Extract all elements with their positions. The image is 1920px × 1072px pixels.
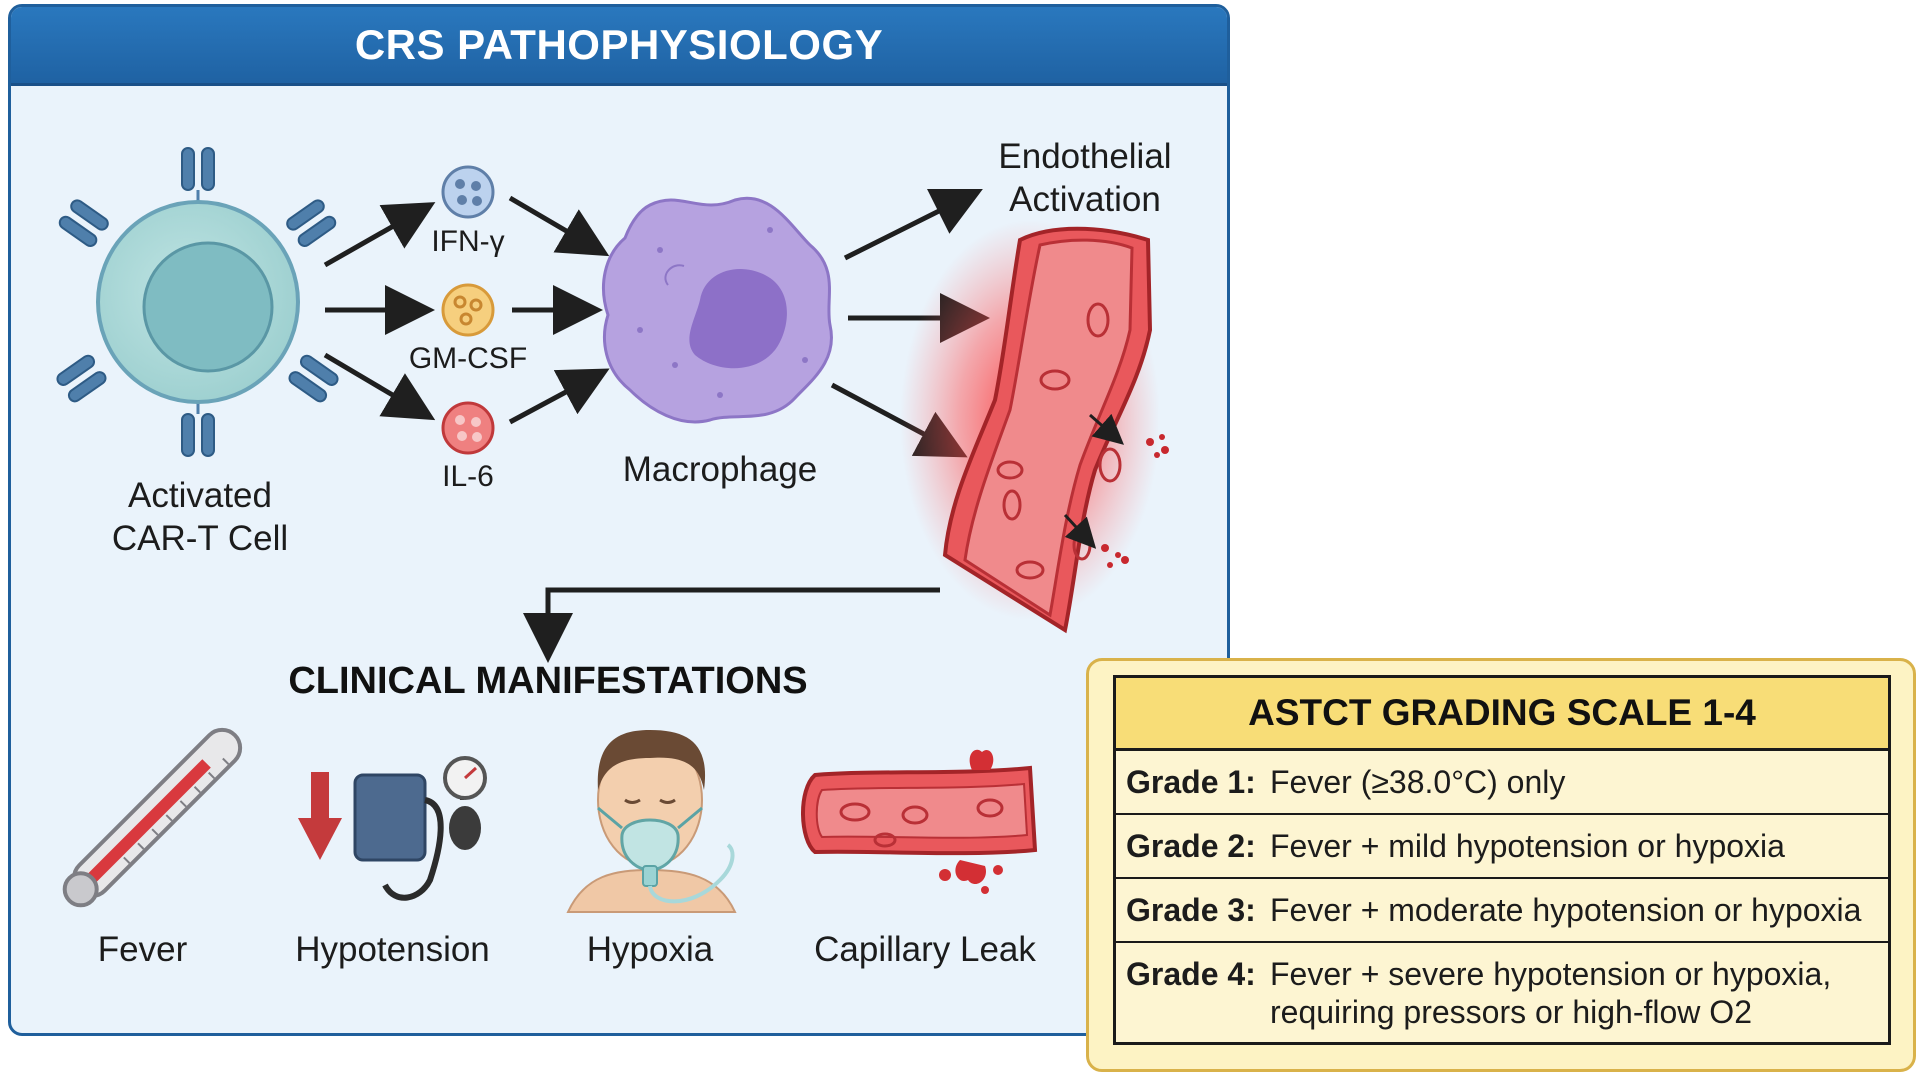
grade-2-label: Grade 2:: [1126, 828, 1256, 864]
ifn-gamma-molecule-icon: [441, 165, 495, 219]
grade-4-line1: Fever + severe hypotension or hypoxia,: [1270, 956, 1832, 992]
grade-1-description: Fever (≥38.0°C) only: [1270, 764, 1566, 800]
gm-csf-label: GM-CSF: [408, 342, 528, 375]
grade-2-description: Fever + mild hypotension or hypoxia: [1270, 828, 1785, 864]
grade-row-3: Grade 3: Fever + moderate hypotension or…: [1116, 879, 1888, 943]
capillary-leak-label: Capillary Leak: [814, 930, 1036, 969]
thermometer-icon: [62, 727, 243, 908]
grading-table: ASTCT GRADING SCALE 1-4 Grade 1: Fever (…: [1113, 675, 1891, 1045]
car-t-cell-icon: [56, 147, 339, 457]
blood-pressure-cuff-icon: [298, 756, 487, 901]
ifn-gamma-label: IFN-γ: [431, 225, 505, 258]
endothelial-activation-label: Endothelial Activation: [960, 135, 1210, 221]
oxygen-mask-icon: [566, 730, 737, 913]
arrow-cart-to-il6: [323, 352, 436, 421]
endothelial-label-line1: Endothelial: [998, 137, 1172, 176]
grade-row-1: Grade 1: Fever (≥38.0°C) only: [1116, 751, 1888, 815]
panel-title: CRS PATHOPHYSIOLOGY: [354, 21, 884, 68]
il-6-molecule-icon: [441, 401, 495, 455]
arrow-ifn-to-macrophage: [508, 195, 610, 257]
grade-4-label: Grade 4:: [1126, 956, 1256, 992]
clinical-manifestations-heading: CLINICAL MANIFESTATIONS: [288, 660, 808, 702]
macrophage-label: Macrophage: [622, 450, 818, 489]
hypoxia-label: Hypoxia: [586, 930, 714, 969]
car-t-label: Activated CAR-T Cell: [60, 474, 340, 560]
gm-csf-molecule-icon: [441, 283, 495, 337]
grade-row-4: Grade 4: Fever + severe hypotension or h…: [1116, 943, 1888, 1045]
grading-title: ASTCT GRADING SCALE 1-4: [1116, 678, 1888, 751]
endothelial-label-line2: Activation: [1009, 180, 1161, 219]
grade-3-label: Grade 3:: [1126, 892, 1256, 928]
grade-3-description: Fever + moderate hypotension or hypoxia: [1270, 892, 1862, 928]
panel-header: CRS PATHOPHYSIOLOGY: [11, 7, 1227, 86]
grade-1-label: Grade 1:: [1126, 764, 1256, 800]
car-t-label-line1: Activated: [128, 476, 272, 515]
car-t-label-line2: CAR-T Cell: [111, 519, 289, 558]
hypotension-label: Hypotension: [295, 930, 490, 969]
astct-grading-card: ASTCT GRADING SCALE 1-4 Grade 1: Fever (…: [1086, 658, 1916, 1072]
arrow-macrophage-to-endothelium-top: [843, 189, 983, 261]
grade-4-description: Fever + severe hypotension or hypoxia, r…: [1270, 955, 1878, 1031]
grade-row-2: Grade 2: Fever + mild hypotension or hyp…: [1116, 815, 1888, 879]
endothelial-vessel-icon: [900, 220, 1169, 634]
arrow-cart-to-ifn: [323, 202, 436, 268]
macrophage-icon: [601, 196, 833, 424]
arrow-to-clinical-manifestations: [523, 587, 940, 663]
grade-4-line2: requiring pressors or high-flow O2: [1270, 994, 1752, 1030]
il-6-label: IL-6: [442, 460, 494, 493]
arrow-il6-to-macrophage: [508, 368, 610, 425]
leaking-vessel-icon: [801, 749, 1038, 894]
fever-label: Fever: [97, 930, 188, 969]
